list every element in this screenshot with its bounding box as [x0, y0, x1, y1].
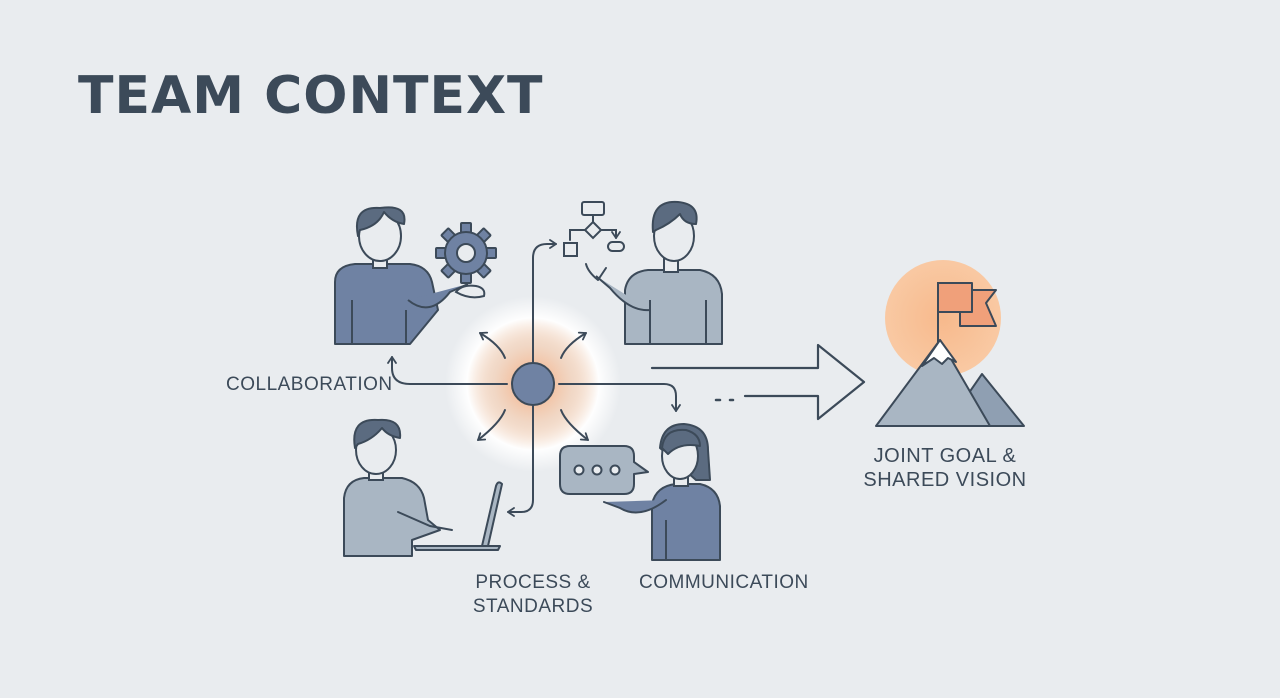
- label-goal-line1: JOINT GOAL &: [873, 445, 1017, 467]
- page-title: TEAM CONTEXT: [78, 66, 544, 126]
- goal-illustration: [875, 260, 1025, 427]
- hub: [387, 239, 681, 517]
- person-communication: [559, 423, 721, 561]
- label-joint-goal: JOINT GOAL & SHARED VISION: [860, 444, 1030, 492]
- flowchart-icon: [563, 201, 625, 257]
- label-collaboration: COLLABORATION: [226, 374, 393, 395]
- flag-icon: [937, 282, 997, 342]
- goal-arrows: [650, 343, 866, 421]
- person-collaboration: [334, 206, 497, 345]
- label-communication: COMMUNICATION: [639, 572, 809, 593]
- label-goal-line2: SHARED VISION: [863, 469, 1027, 491]
- speech-bubble-icon: [559, 445, 649, 495]
- person-process: [563, 200, 723, 345]
- laptop-icon: [413, 481, 503, 551]
- gear-icon: [435, 222, 497, 284]
- hub-icon: [511, 362, 555, 406]
- person-laptop: [343, 418, 503, 557]
- label-process-line2: STANDARDS: [472, 596, 594, 617]
- label-process-standards: PROCESS & STANDARDS: [470, 571, 596, 619]
- label-process-line1: PROCESS &: [475, 572, 591, 593]
- mountain-icon: [875, 339, 1025, 427]
